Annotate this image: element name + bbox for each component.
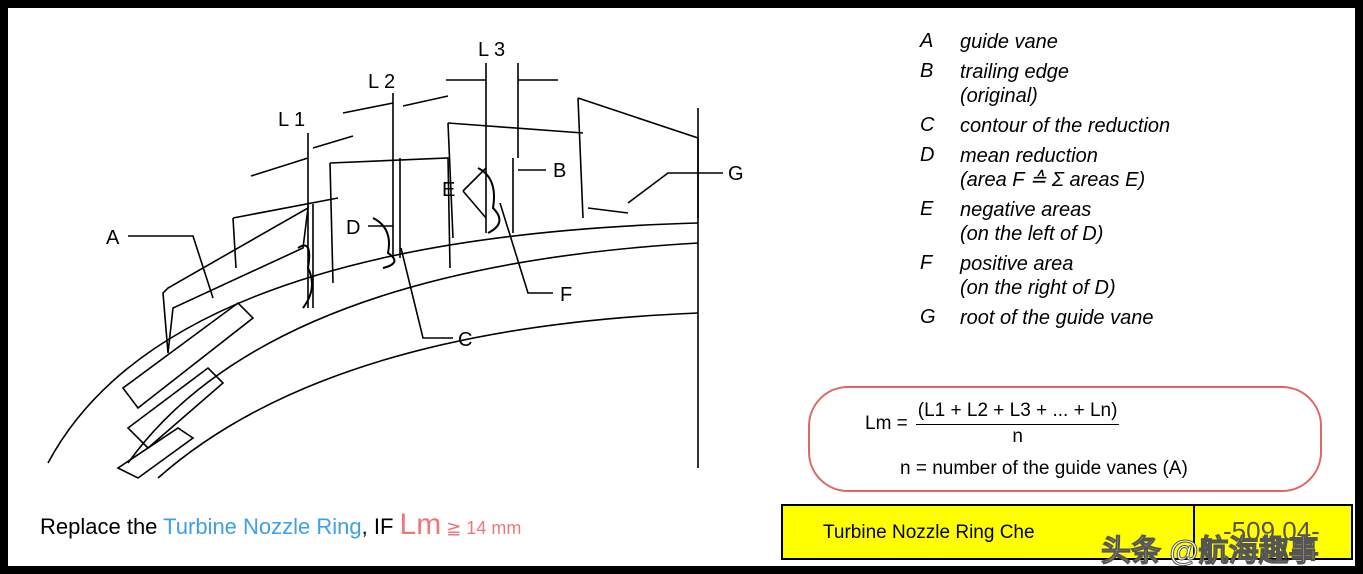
legend-line: (area F ≙ Σ areas E) [960, 169, 1146, 191]
callout-a: A [106, 227, 120, 249]
replace-lm: Lm [399, 508, 442, 541]
ring-outer-arc [47, 222, 699, 464]
legend-key: E [920, 198, 934, 220]
callout-d: D [346, 217, 360, 239]
replace-instruction: Replace the Turbine Nozzle Ring, IF Lm ≧… [40, 508, 521, 542]
formula-note: n = number of the guide vanes (A) [900, 458, 1188, 479]
legend-description: positive area(on the right of D) [960, 252, 1116, 300]
legend-key: G [920, 306, 936, 328]
vane-g-outline [577, 97, 699, 219]
callout-e: E [442, 179, 455, 201]
vane-a-outline [162, 206, 309, 354]
ring-lower-arc [157, 312, 699, 479]
legend-key: A [920, 30, 934, 52]
vane-b-outline [447, 122, 584, 239]
legend-description: guide vane [960, 30, 1058, 54]
footer-title: Turbine Nozzle Ring Che [823, 522, 1035, 543]
callout-l3: L 3 [478, 39, 505, 61]
footer-title-block: Turbine Nozzle Ring Che -509.04- [781, 504, 1353, 560]
callout-f: F [560, 284, 572, 306]
legend-key: F [920, 252, 933, 274]
legend-description: root of the guide vane [960, 306, 1153, 330]
legend-line: guide vane [960, 31, 1058, 53]
legend-key: B [920, 60, 934, 82]
formula-fraction: (L1 + L2 + L3 + ... + Ln) n [915, 400, 1120, 448]
legend-line: (original) [960, 85, 1038, 107]
l2-dim-arrow [342, 95, 449, 114]
nozzle-ring-diagram: A B C D E F G L 1 L 2 L 3 [8, 8, 778, 503]
footer-code: -509.04- [1223, 516, 1320, 546]
legend-line: negative areas [960, 199, 1092, 221]
replace-highlight: Turbine Nozzle Ring [163, 514, 362, 539]
vane-d-outline [329, 157, 451, 284]
callout-g: G [728, 163, 744, 185]
callout-l1: L 1 [278, 109, 305, 131]
footer-divider [1193, 506, 1195, 558]
formula-denominator: n [1012, 426, 1023, 447]
legend-key: D [920, 144, 935, 166]
replace-condition: ≧ 14 mm [441, 518, 522, 538]
ring-inner-arc [127, 242, 699, 464]
l1-dim-arrow [250, 135, 354, 177]
legend-line: (on the right of D) [960, 277, 1116, 299]
legend-line: mean reduction [960, 145, 1098, 167]
leader-e [462, 167, 487, 219]
legend-line: trailing edge [960, 61, 1069, 83]
callout-l2: L 2 [368, 71, 395, 93]
legend-line: (on the left of D) [960, 223, 1104, 245]
nozzle-ring-drawing: A B C D E F G L 1 L 2 L 3 [47, 39, 744, 479]
legend-key: C [920, 114, 935, 136]
replace-prefix: Replace the [40, 514, 164, 539]
watermark: 头条 @航海趣事 [1101, 535, 1320, 568]
legend-description: mean reduction(area F ≙ Σ areas E) [960, 144, 1145, 192]
legend-line: contour of the reduction [960, 115, 1171, 137]
lm-formula: Lm = (L1 + L2 + L3 + ... + Ln) n [865, 400, 1120, 448]
leader-g [627, 172, 723, 204]
formula-lhs: Lm = [865, 413, 908, 434]
callout-b: B [553, 160, 566, 182]
legend-description: negative areas(on the left of D) [960, 198, 1103, 246]
callout-c: C [458, 329, 472, 351]
leader-f [499, 202, 553, 294]
replace-middle: , IF [361, 514, 400, 539]
legend-description: contour of the reduction [960, 114, 1170, 138]
formula-numerator: (L1 + L2 + L3 + ... + Ln) [915, 400, 1120, 425]
legend-line: root of the guide vane [960, 307, 1154, 329]
leader-a [128, 235, 214, 299]
leader-c [400, 247, 453, 339]
legend-line: positive area [960, 253, 1074, 275]
formula-box: Lm = (L1 + L2 + L3 + ... + Ln) n n = num… [808, 386, 1322, 492]
legend-description: trailing edge(original) [960, 60, 1069, 108]
